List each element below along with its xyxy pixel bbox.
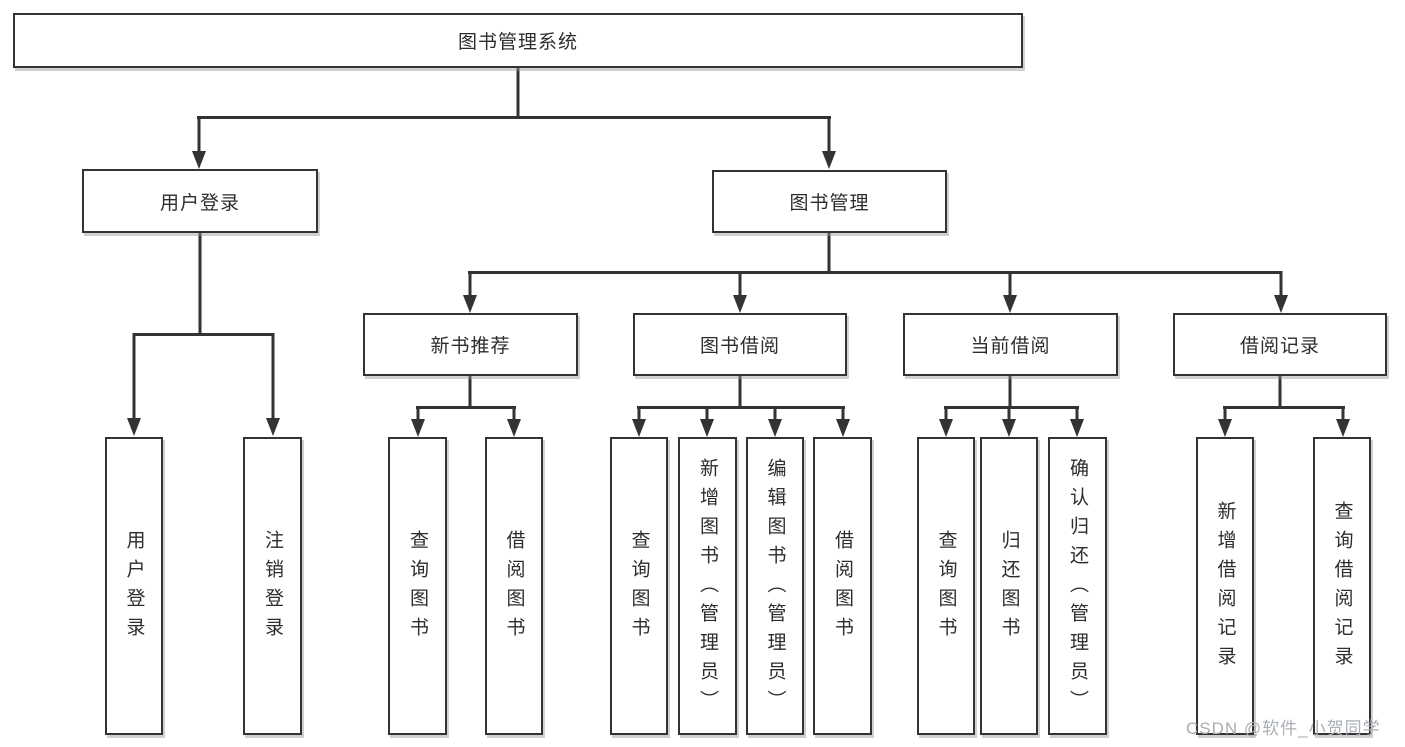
connector-segments (132, 66, 1345, 421)
leaf-current-return-books: 归还图书 (980, 437, 1038, 735)
node-user-login: 用户登录 (82, 169, 318, 233)
node-current-borrow: 当前借阅 (903, 313, 1118, 376)
leaf-borrow-query-books: 查询图书 (610, 437, 668, 735)
leaf-newbook-query-books: 查询图书 (388, 437, 447, 735)
node-book-borrow: 图书借阅 (633, 313, 847, 376)
node-new-book-recommend: 新书推荐 (363, 313, 578, 376)
leaf-newbook-borrow-books: 借阅图书 (485, 437, 543, 735)
leaf-borrow-borrow-books: 借阅图书 (813, 437, 872, 735)
leaf-user-login: 用户登录 (105, 437, 163, 735)
leaf-borrow-edit-books-admin: 编辑图书（管理员） (746, 437, 804, 735)
leaf-records-add-record: 新增借阅记录 (1196, 437, 1254, 735)
node-book-management: 图书管理 (712, 170, 947, 233)
node-root: 图书管理系统 (13, 13, 1023, 68)
node-borrow-records: 借阅记录 (1173, 313, 1387, 376)
leaf-records-query-record: 查询借阅记录 (1313, 437, 1371, 735)
leaf-current-query-books: 查询图书 (917, 437, 975, 735)
arrowheads (127, 151, 1350, 437)
leaf-borrow-add-books-admin: 新增图书（管理员） (678, 437, 737, 735)
leaf-current-confirm-return-admin: 确认归还（管理员） (1048, 437, 1107, 735)
leaf-logout: 注销登录 (243, 437, 302, 735)
watermark: CSDN @软件_小贺同学 (1186, 719, 1381, 738)
